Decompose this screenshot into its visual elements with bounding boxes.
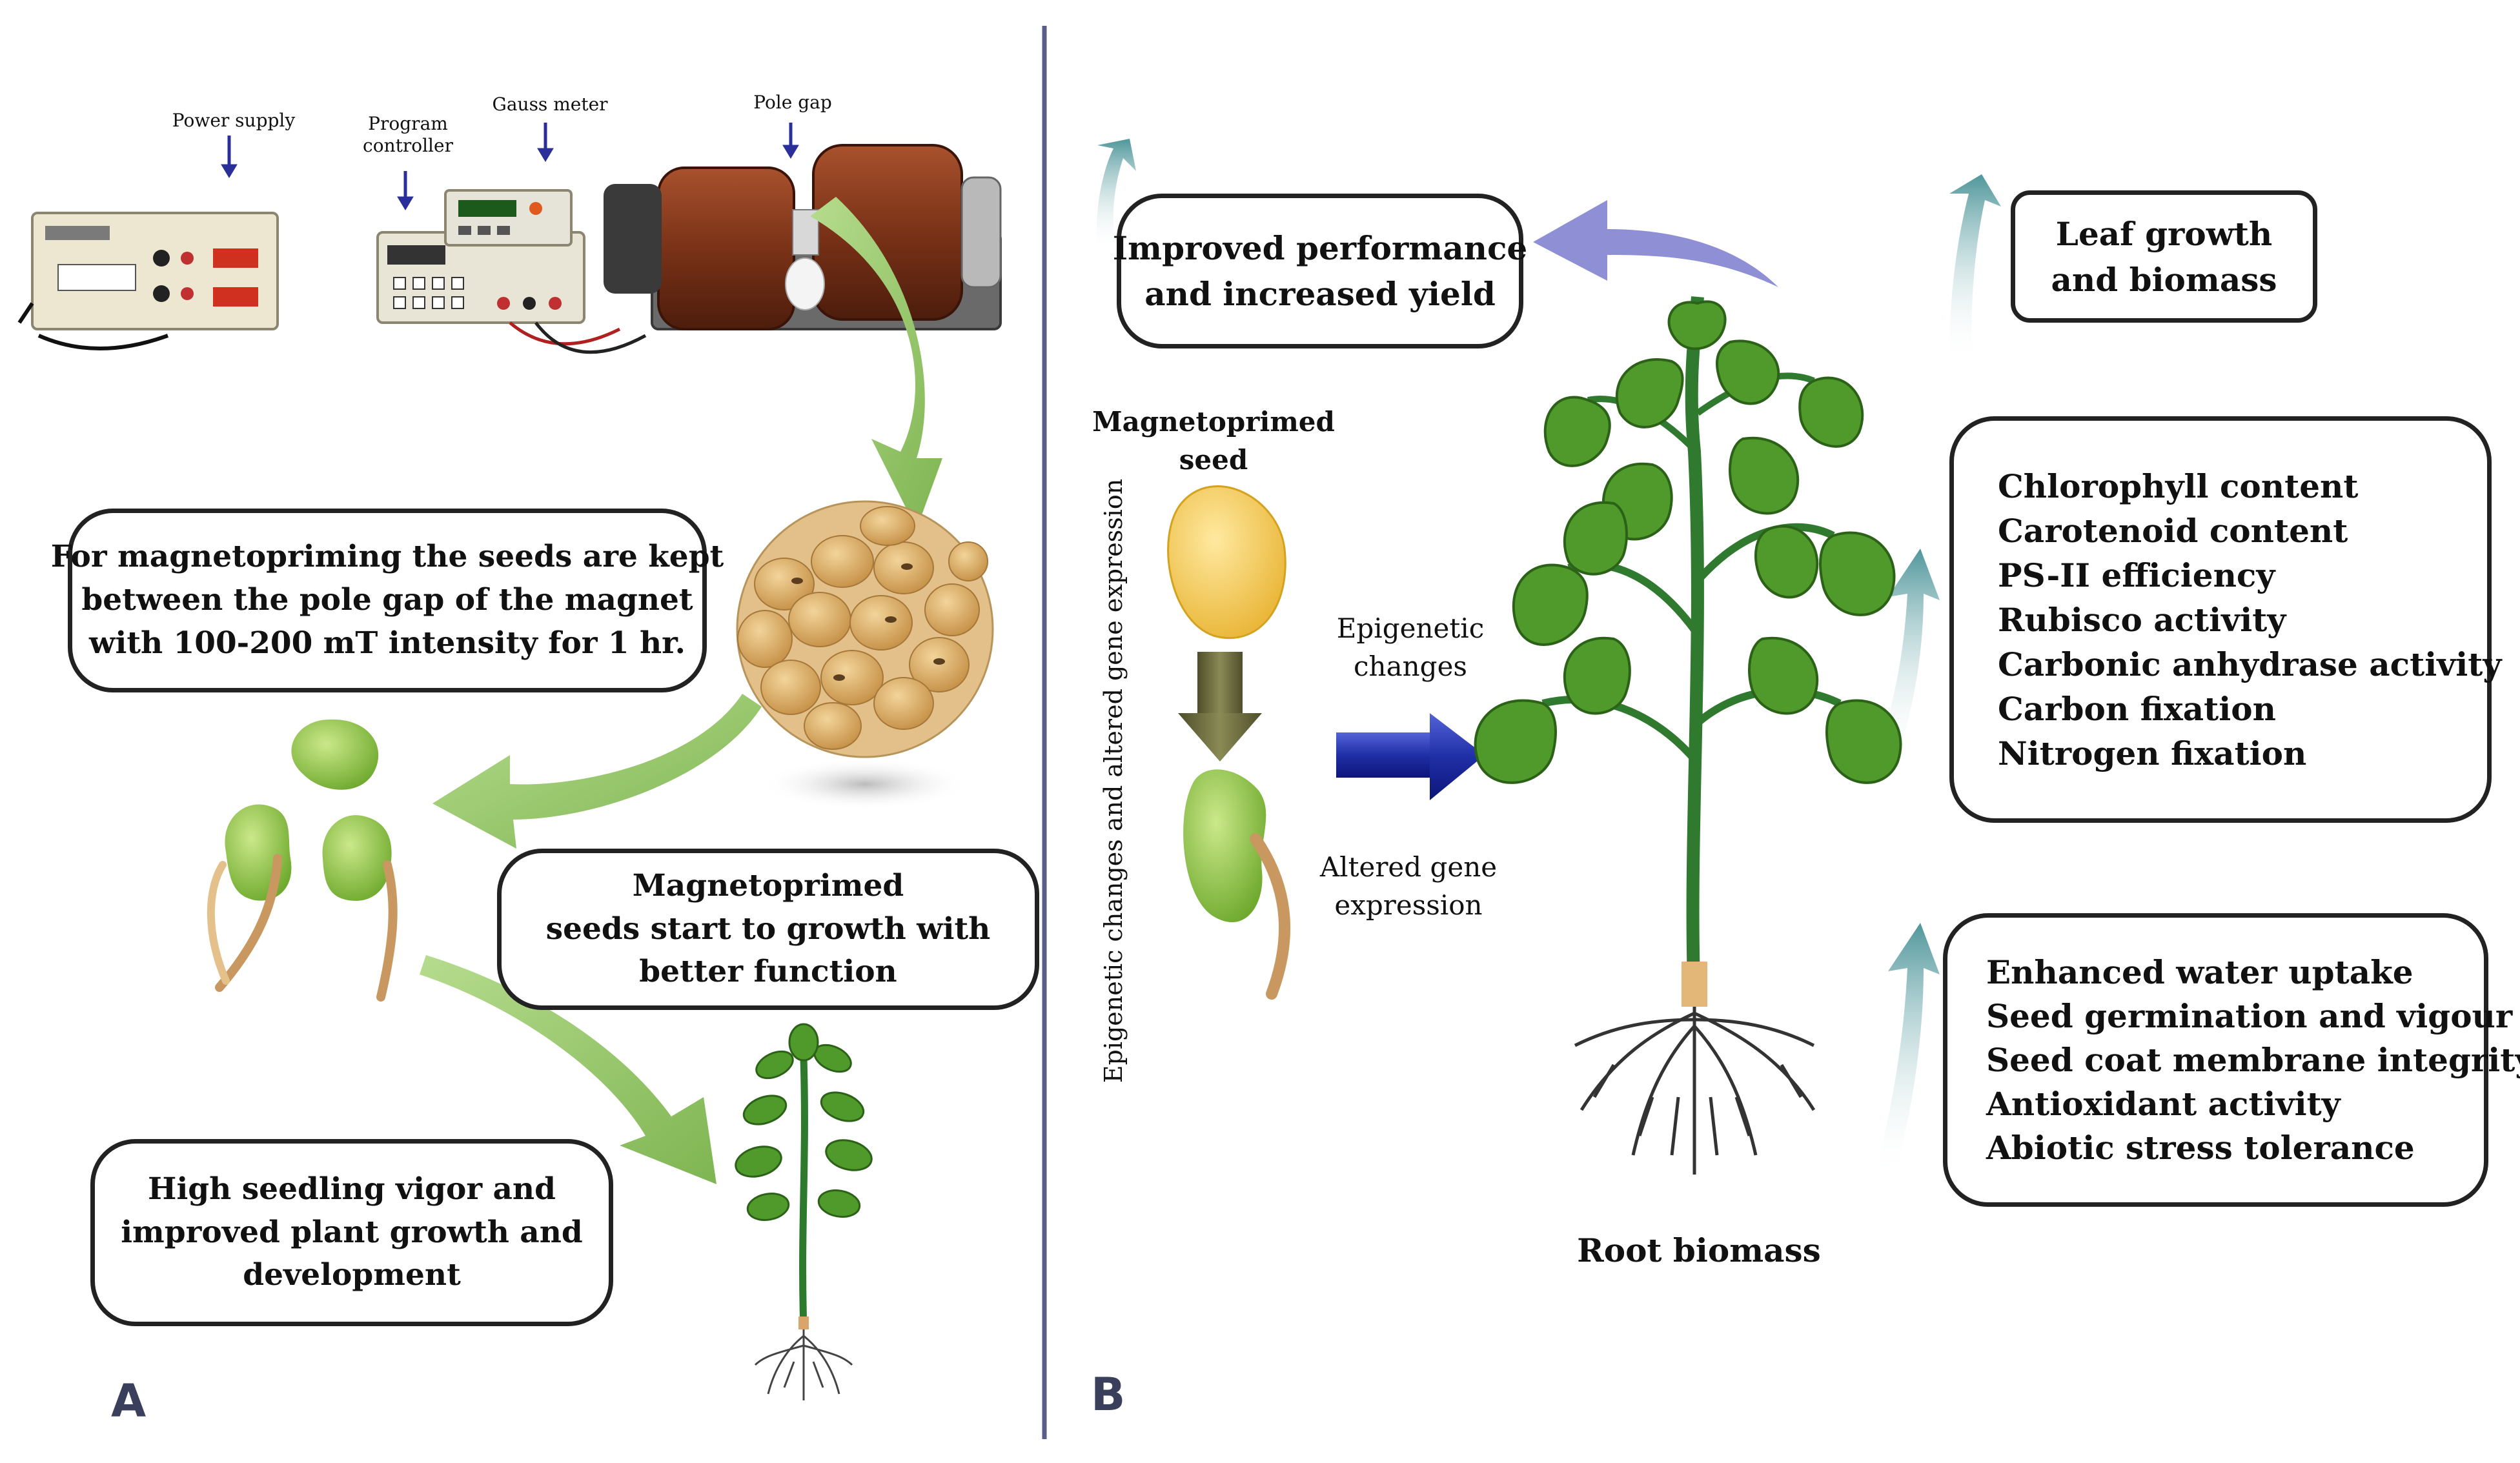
teal-arrow-physiology [1875,549,1940,765]
arrow-beans-to-seedling [420,955,716,1184]
label-root-biomass: Root biomass [1577,1231,1821,1269]
label-altered-gene-line-1: Altered gene [1319,851,1498,883]
label-epigenetic-changes: Epigenetic changes [1337,610,1484,686]
box-magnetopriming-method: For magnetopriming the seeds are kept be… [51,509,724,692]
box-leaf-growth-line-2: and biomass [2051,260,2277,299]
label-power-supply: Power supply [172,110,296,131]
box-improved-yield-line-1: Improved performance [1112,229,1528,267]
box-root-traits: Enhanced water uptake Seed germination a… [1943,913,2520,1207]
trait-nitrogen-fixation: Nitrogen fixation [1998,734,2307,772]
olive-down-arrow [1178,652,1262,762]
magnetoprimed-seed-icon [1167,485,1286,640]
label-program-controller-line-2: controller [363,134,453,156]
teal-arrow-leaf [1949,174,2001,361]
teal-arrow-roots [1875,923,1940,1178]
box-leaf-growth-line-1: Leaf growth [2055,214,2273,253]
label-epigenetic-changes-line-2: changes [1354,650,1467,682]
equipment-pointer-arrows [221,123,799,210]
arrow-magnet-to-seeds [810,197,942,529]
box-seedling-vigor-line-1: High seedling vigor and [148,1171,556,1207]
label-pole-gap: Pole gap [753,92,832,113]
trait-rubisco: Rubisco activity [1998,600,2286,639]
label-magnetoprimed-seed-line-2: seed [1179,443,1248,476]
label-altered-gene-line-2: expression [1334,889,1483,921]
box-leaf-growth: Leaf growth and biomass [2011,190,2317,323]
trait-germination: Seed germination and vigour [1986,996,2513,1035]
box-magnetopriming-line-1: For magnetopriming the seeds are kept [50,539,724,575]
box-magnetopriming-line-2: between the pole gap of the magnet [81,582,693,618]
electromagnet-unit [604,144,1002,330]
trait-ps2: PS-II efficiency [1998,556,2275,594]
seed-shadow [762,758,968,810]
trait-chlorophyll: Chlorophyll content [1998,467,2359,505]
label-program-controller: Program controller [363,113,453,156]
germinating-green-beans [207,719,398,1002]
trait-carotenoid: Carotenoid content [1998,511,2348,550]
box-seedling-vigor: High seedling vigor and improved plant g… [90,1139,613,1326]
trait-antioxidant: Antioxidant activity [1986,1084,2341,1123]
small-seedling-plant [735,1023,873,1400]
label-epigenetic-changes-line-1: Epigenetic [1336,612,1485,644]
label-program-controller-line-1: Program [368,113,448,134]
arrow-seeds-to-beans [432,694,762,849]
magnet-equipment-photo [17,144,1002,354]
box-seed-growth-line-2: seeds start to growth with [545,911,991,947]
program-controller-unit [376,231,647,354]
gauss-meter-unit [444,189,573,247]
blue-right-arrow [1336,713,1485,800]
box-seed-growth: Magnetoprimed seeds start to growth with… [497,849,1039,1010]
label-gauss-meter: Gauss meter [492,94,608,115]
germinating-bean-icon [1183,769,1291,1000]
panel-label-b: B [1091,1368,1126,1421]
big-plant-illustration [1474,296,1902,1175]
label-magnetoprimed-seed-line-1: Magnetoprimed [1092,406,1335,438]
trait-carbonic-anhydrase: Carbonic anhydrase activity [1998,645,2502,683]
lavender-arrow-to-yield [1533,200,1778,287]
panel-label-a: A [111,1375,147,1428]
teal-arrow-top-left [1097,139,1136,252]
label-altered-gene-expression: Altered gene expression [1320,849,1497,925]
label-vertical-epigenetic: Epigenetic changes and altered gene expr… [1099,478,1128,1084]
trait-membrane-integrity: Seed coat membrane integrity [1986,1040,2520,1079]
trait-carbon-fixation: Carbon fixation [1998,689,2276,728]
box-magnetopriming-line-3: with 100-200 mT intensity for 1 hr. [89,625,686,661]
power-supply-unit [17,212,279,350]
box-improved-yield-line-2: and increased yield [1144,275,1496,313]
box-seedling-vigor-line-2: improved plant growth and [121,1214,583,1250]
box-physiology-traits: Chlorophyll content Carotenoid content P… [1949,416,2501,823]
box-improved-yield: Improved performance and increased yield [1113,194,1527,348]
box-seedling-vigor-line-3: development [243,1257,461,1293]
trait-water-uptake: Enhanced water uptake [1986,953,2413,991]
trait-abiotic-stress: Abiotic stress tolerance [1986,1128,2415,1167]
box-seed-growth-line-3: better function [639,954,897,990]
box-seed-growth-line-1: Magnetoprimed [632,867,904,903]
soybean-seed-bowl [736,500,994,758]
label-magnetoprimed-seed: Magnetoprimed seed [1092,403,1335,479]
